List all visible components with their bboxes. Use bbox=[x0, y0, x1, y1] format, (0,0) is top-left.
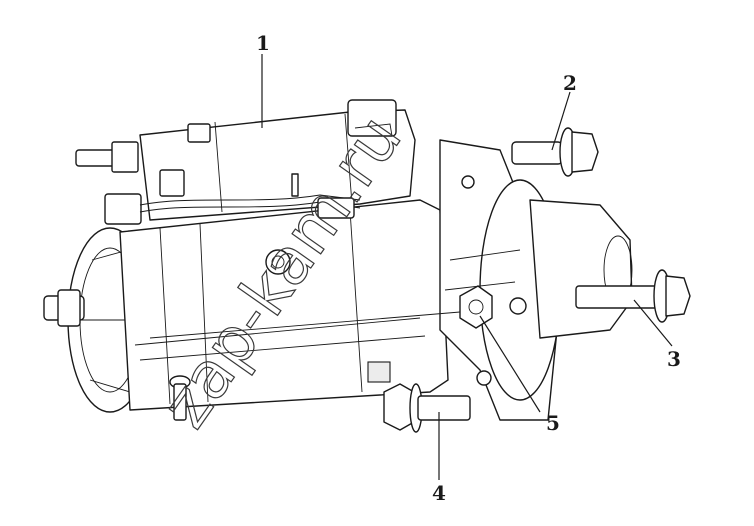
bolt-3 bbox=[575, 269, 691, 323]
drive-housing bbox=[439, 139, 633, 421]
bolt-4 bbox=[383, 383, 471, 433]
motor-housing bbox=[119, 199, 449, 411]
leader-5 bbox=[479, 315, 541, 413]
locating-pin bbox=[169, 375, 191, 421]
callout-1: 1 bbox=[256, 31, 270, 55]
callout-5: 5 bbox=[546, 411, 560, 435]
callout-3: 3 bbox=[667, 347, 681, 371]
leader-3 bbox=[633, 299, 673, 347]
mounting-nut bbox=[149, 285, 493, 339]
callout-4: 4 bbox=[432, 481, 446, 505]
bolt-2 bbox=[511, 127, 599, 177]
leader-2 bbox=[551, 91, 571, 151]
callout-2: 2 bbox=[563, 71, 577, 95]
callout-labels: 1 2 3 4 5 bbox=[256, 31, 681, 505]
leader-lines bbox=[261, 54, 673, 480]
solenoid-terminals bbox=[75, 123, 361, 225]
